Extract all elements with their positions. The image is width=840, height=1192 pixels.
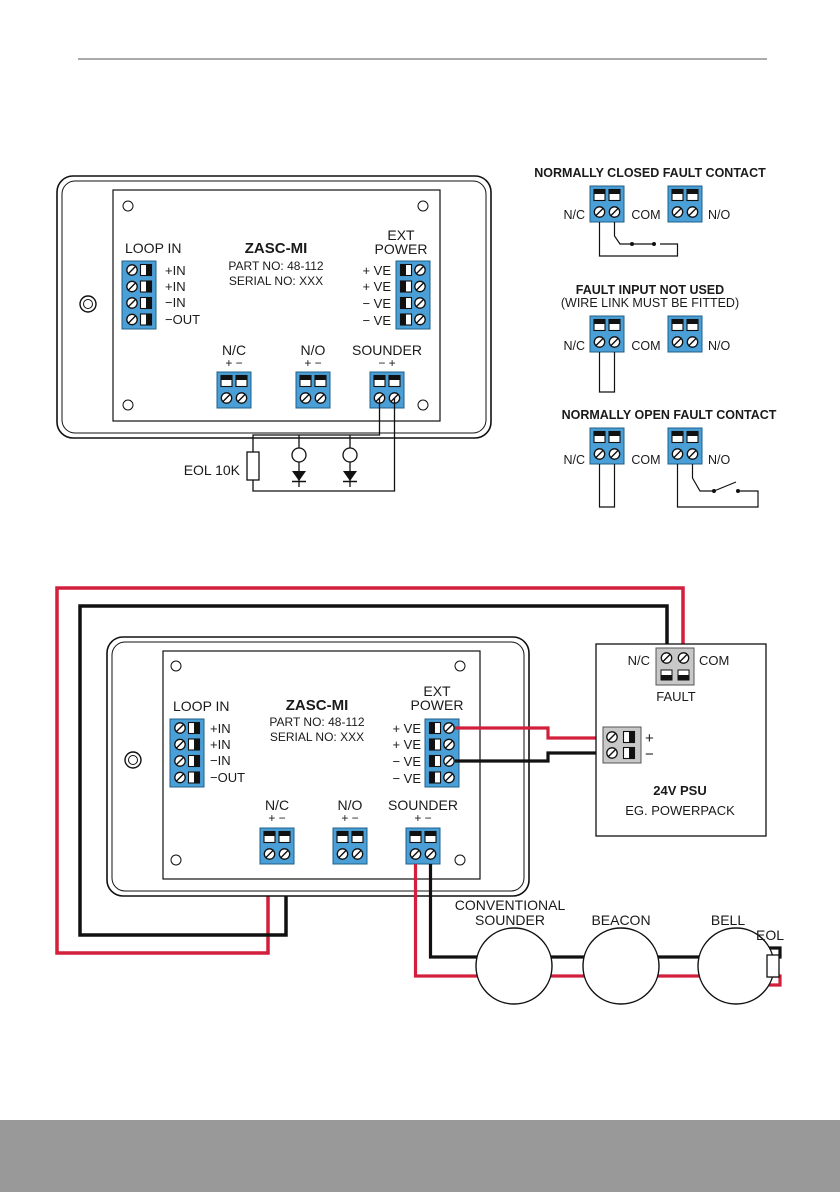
led-diode bbox=[291, 434, 307, 488]
black-power-wire bbox=[455, 751, 606, 763]
no-terminal-block bbox=[296, 372, 330, 408]
loop-terminal-label: +IN bbox=[210, 721, 231, 736]
footer-bar bbox=[0, 1120, 840, 1192]
mounting-hole bbox=[79, 295, 97, 313]
loop-terminal-label: +IN bbox=[165, 263, 186, 278]
fault-diagram-title: NORMALLY CLOSED FAULT CONTACT bbox=[534, 166, 766, 180]
power-terminal-label: + VE bbox=[362, 263, 391, 278]
fault-diagram-subtitle: (WIRE LINK MUST BE FITTED) bbox=[561, 296, 739, 310]
power-terminal-label: − VE bbox=[392, 771, 421, 786]
power-terminal-label: − VE bbox=[392, 754, 421, 769]
sounder-device-label: CONVENTIONAL bbox=[455, 897, 566, 913]
ext-power-label: POWER bbox=[411, 697, 464, 713]
red-sounder-wire bbox=[413, 864, 782, 987]
sounder-terminal-block bbox=[370, 372, 404, 408]
ext-power-label: EXT bbox=[423, 683, 451, 699]
loop-terminal-label: −OUT bbox=[165, 312, 200, 327]
loop-terminal-label: +IN bbox=[210, 737, 231, 752]
sounder-label: SOUNDER bbox=[388, 797, 458, 813]
fault-com-label: COM bbox=[631, 453, 660, 467]
power-terminal-label: + VE bbox=[392, 737, 421, 752]
loop-terminal-label: +IN bbox=[165, 279, 186, 294]
bell-eol-label: EOL bbox=[756, 927, 784, 943]
fault-contact-diagrams: NORMALLY CLOSED FAULT CONTACT N/C COM N/… bbox=[534, 166, 777, 508]
fault-nc-label: N/C bbox=[563, 208, 585, 222]
red-power-wire bbox=[455, 726, 606, 740]
beacon bbox=[582, 927, 660, 1005]
no-label: N/O bbox=[338, 797, 363, 813]
psu-subtitle: EG. POWERPACK bbox=[625, 803, 735, 818]
power-terminal-label: − VE bbox=[362, 313, 391, 328]
sounder-polarity: − + bbox=[378, 356, 395, 370]
psu-plus-label: + bbox=[645, 730, 654, 747]
fault-no-label: N/O bbox=[708, 453, 731, 467]
top-module-diagram: LOOP IN +IN +IN −IN −OUT ZASC-MI PART NO… bbox=[56, 175, 492, 492]
conventional-sounder bbox=[475, 927, 553, 1005]
ext-power-terminal-block bbox=[396, 261, 430, 329]
sounder-device-label: SOUNDER bbox=[475, 912, 545, 928]
sounder-label: SOUNDER bbox=[352, 342, 422, 358]
fault-com-label: COM bbox=[631, 339, 660, 353]
fault-nc-label: N/C bbox=[563, 339, 585, 353]
nc-label: N/C bbox=[265, 797, 289, 813]
loop-terminal-label: −IN bbox=[165, 295, 186, 310]
eol-label: EOL 10K bbox=[184, 462, 241, 478]
module-title: ZASC-MI bbox=[245, 240, 308, 257]
psu-nc-label: N/C bbox=[628, 653, 650, 668]
sounder-eol-circuit bbox=[252, 398, 396, 492]
power-terminal-label: + VE bbox=[362, 279, 391, 294]
beacon-label: BEACON bbox=[591, 912, 650, 928]
fault-no-label: N/O bbox=[708, 208, 731, 222]
module-title: ZASC-MI bbox=[286, 697, 349, 714]
loop-terminal-label: −IN bbox=[210, 753, 231, 768]
loop-in-label: LOOP IN bbox=[125, 240, 182, 256]
nc-terminal-block bbox=[217, 372, 251, 408]
loop-terminal-label: −OUT bbox=[210, 770, 245, 785]
loop-in-label: LOOP IN bbox=[173, 698, 230, 714]
no-polarity: + − bbox=[304, 356, 321, 370]
black-fault-wire bbox=[78, 604, 669, 937]
fault-nc-label: N/C bbox=[563, 453, 585, 467]
red-fault-wire bbox=[55, 586, 685, 955]
nc-label: N/C bbox=[222, 342, 246, 358]
ext-power-label: EXT bbox=[387, 227, 415, 243]
serial-number: SERIAL NO: XXX bbox=[270, 730, 364, 744]
ext-power-label: POWER bbox=[375, 241, 428, 257]
part-number: PART NO: 48-112 bbox=[269, 715, 364, 729]
no-polarity: + − bbox=[341, 811, 358, 825]
black-sounder-wire bbox=[428, 864, 782, 959]
fault-com-label: COM bbox=[631, 208, 660, 222]
fault-no-label: N/O bbox=[708, 339, 731, 353]
led-diode bbox=[342, 434, 358, 488]
power-terminal-label: + VE bbox=[392, 721, 421, 736]
psu-title: 24V PSU bbox=[653, 783, 706, 798]
part-number: PART NO: 48-112 bbox=[228, 259, 323, 273]
power-terminal-label: − VE bbox=[362, 296, 391, 311]
loop-in-terminal-block bbox=[122, 261, 156, 329]
nc-polarity: + − bbox=[268, 811, 285, 825]
fault-diagram-title: NORMALLY OPEN FAULT CONTACT bbox=[562, 408, 777, 422]
bell-label: BELL bbox=[711, 912, 745, 928]
bottom-system-diagram: LOOP IN +IN +IN −IN −OUT ZASC-MI PART NO… bbox=[55, 586, 784, 1005]
serial-number: SERIAL NO: XXX bbox=[229, 274, 323, 288]
fault-diagram-title: FAULT INPUT NOT USED bbox=[576, 283, 724, 297]
bell-eol-resistor bbox=[766, 954, 780, 978]
eol-resistor bbox=[246, 451, 260, 481]
no-label: N/O bbox=[301, 342, 326, 358]
wire-link bbox=[598, 352, 616, 393]
psu-com-label: COM bbox=[699, 653, 729, 668]
nc-polarity: + − bbox=[225, 356, 242, 370]
psu-fault-label: FAULT bbox=[656, 689, 696, 704]
sounder-polarity: + − bbox=[414, 811, 431, 825]
psu-minus-label: − bbox=[645, 746, 654, 763]
